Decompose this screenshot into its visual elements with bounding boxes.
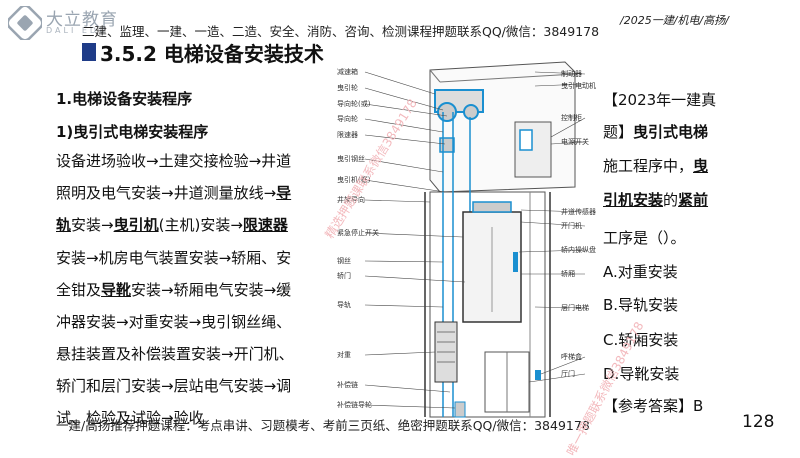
label-car-panel: 轿内操纵盘 [561,245,596,254]
option-c: C.轿厢安装 [603,331,679,349]
label-car-door: 轿门 [337,271,351,280]
step-text: 全钳及 [56,281,102,299]
question-key-term: 曳 [693,157,709,175]
question-text: 施工程序中， [603,157,694,175]
label-power-switch: 电源开关 [561,137,589,146]
step-text: 安装→机房电气装置安装→轿厢、安 [56,249,292,267]
key-term-speed-governor: 限速器 [242,216,288,234]
option-a: A.对重安装 [603,263,678,281]
diagram-right-labels: 制动器 曳引电动机 控制柜 电源开关 井道传感器 开门机 轿内操纵盘 轿厢 层门… [561,69,596,378]
step-line-8: 轿门和层门安装→层站电气安装→调 [56,376,291,396]
label-traction-frame: 曳引机(框) [337,175,371,184]
diagram-left-labels: 减速箱 曳引轮 导向轮(或) 导向轮 限速器 曳引钢丝 曳引机(框) 井架导向 … [337,67,379,409]
step-line-5: 全钳及导靴安装→轿厢电气安装→缓 [56,280,291,300]
option-b: B.导轨安装 [603,296,679,314]
step-text: 冲器安装→对重安装→曳引钢丝绳、 [56,313,292,331]
question-emphasis: 曳引式电梯 [633,123,709,141]
label-hall-door: 厅门 [561,369,575,378]
label-guide-rail: 导轨 [337,300,351,309]
step-text: 试、检验及试验→验收 [56,409,204,427]
label-car: 轿厢 [561,269,575,278]
key-term-guide-rail: 导 [276,184,292,202]
step-text: 悬挂装置及补偿装置安装→开门机、 [56,345,294,363]
heading-2: 1)曳引式电梯安装程序 [56,123,209,141]
step-line-7: 悬挂装置及补偿装置安装→开门机、 [56,344,294,364]
label-guide-wheel: 导向轮 [337,114,358,123]
key-term-guide-shoe: 导靴 [101,281,132,299]
bottom-banner: 一建/高扬推荐押题课程：考点串讲、习题模考、考前三页纸、绝密押题联系QQ/微信：… [56,418,590,433]
label-landing-door: 层门电梯 [561,303,589,312]
label-door-operator: 开门机 [561,221,582,230]
step-text: 设备进场验收→土建交接检验→井道 [56,152,292,170]
question-line-1: 【2023年一建真 [603,90,716,110]
step-text: 照明及电气安装→井道测量放线→ [56,184,277,202]
label-traction-rope: 曳引钢丝 [337,154,365,163]
question-text: 题】 [603,123,634,141]
step-line-2: 照明及电气安装→井道测量放线→导 [56,183,291,203]
label-brake: 制动器 [561,69,582,78]
step-line-1: 设备进场验收→土建交接检验→井道 [56,151,291,171]
label-emergency-stop: 紧急停止开关 [337,228,379,237]
step-text: 轿门和层门安装→层站电气安装→调 [56,377,292,395]
step-text: 安装→轿厢电气安装→缓 [131,281,292,299]
key-term-traction-machine: 曳引机 [113,216,159,234]
page-number: 128 [742,412,775,432]
question-line-4: 引机安装的紧前 [603,190,708,210]
label-call-box: 呼梯盒 [561,352,582,361]
course-tag: /2025一建/机电/高扬/ [620,14,729,27]
label-control-cabinet: 控制柜 [561,113,582,122]
dali-logo-icon [8,6,42,40]
step-text: (主机)安装→ [158,216,243,234]
question-line-2: 题】曳引式电梯 [603,122,708,142]
option-d: D.导靴安装 [603,365,680,383]
title-accent-bar [82,43,96,61]
label-shaft-sensor: 井道传感器 [561,207,596,216]
label-wire: 钢丝 [337,256,351,265]
label-speed-governor: 限速器 [337,130,358,139]
label-traction-sheave: 曳引轮 [337,83,358,92]
step-line-9: 试、检验及试验→验收 [56,408,204,428]
question-text: 【2023年一建真 [603,91,717,109]
question-line-3: 施工程序中，曳 [603,156,708,176]
label-counterweight: 对重 [337,350,351,359]
label-compensation-pulley: 补偿链导轮 [337,400,372,409]
label-compensation-chain: 补偿链 [337,380,358,389]
key-term-guide-rail-cont: 轨 [56,216,72,234]
step-line-3: 轨安装→曳引机(主机)安装→限速器 [56,215,288,235]
question-line-5: 工序是（）。 [603,229,686,247]
step-line-6: 冲器安装→对重安装→曳引钢丝绳、 [56,312,291,332]
label-reducer: 减速箱 [337,67,358,76]
label-shaft-guide: 井架导向 [337,195,365,204]
label-traction-motor: 曳引电动机 [561,81,596,90]
top-banner: 二建、监理、一建、一造、二造、安全、消防、咨询、检测课程押题联系QQ/微信：38… [82,24,600,39]
brand-subtitle: DALI EDU [46,26,108,35]
question-text: 的 [663,191,679,209]
step-line-4: 安装→机房电气装置安装→轿厢、安 [56,248,291,268]
label-guide-wheel-alt: 导向轮(或) [337,99,371,108]
heading-1: 1.电梯设备安装程序 [56,90,193,108]
brand-name: 大立教育 [46,10,118,30]
question-key-term: 引机安装 [603,191,664,209]
elevator-diagram: 减速箱 曳引轮 导向轮(或) 导向轮 限速器 曳引钢丝 曳引机(框) 井架导向 … [337,61,596,418]
section-title: 3.5.2 电梯设备安装技术 [100,42,324,66]
question-key-term-immediate: 紧前 [678,191,709,209]
step-text: 安装→ [71,216,114,234]
answer: 【参考答案】B [603,397,704,415]
